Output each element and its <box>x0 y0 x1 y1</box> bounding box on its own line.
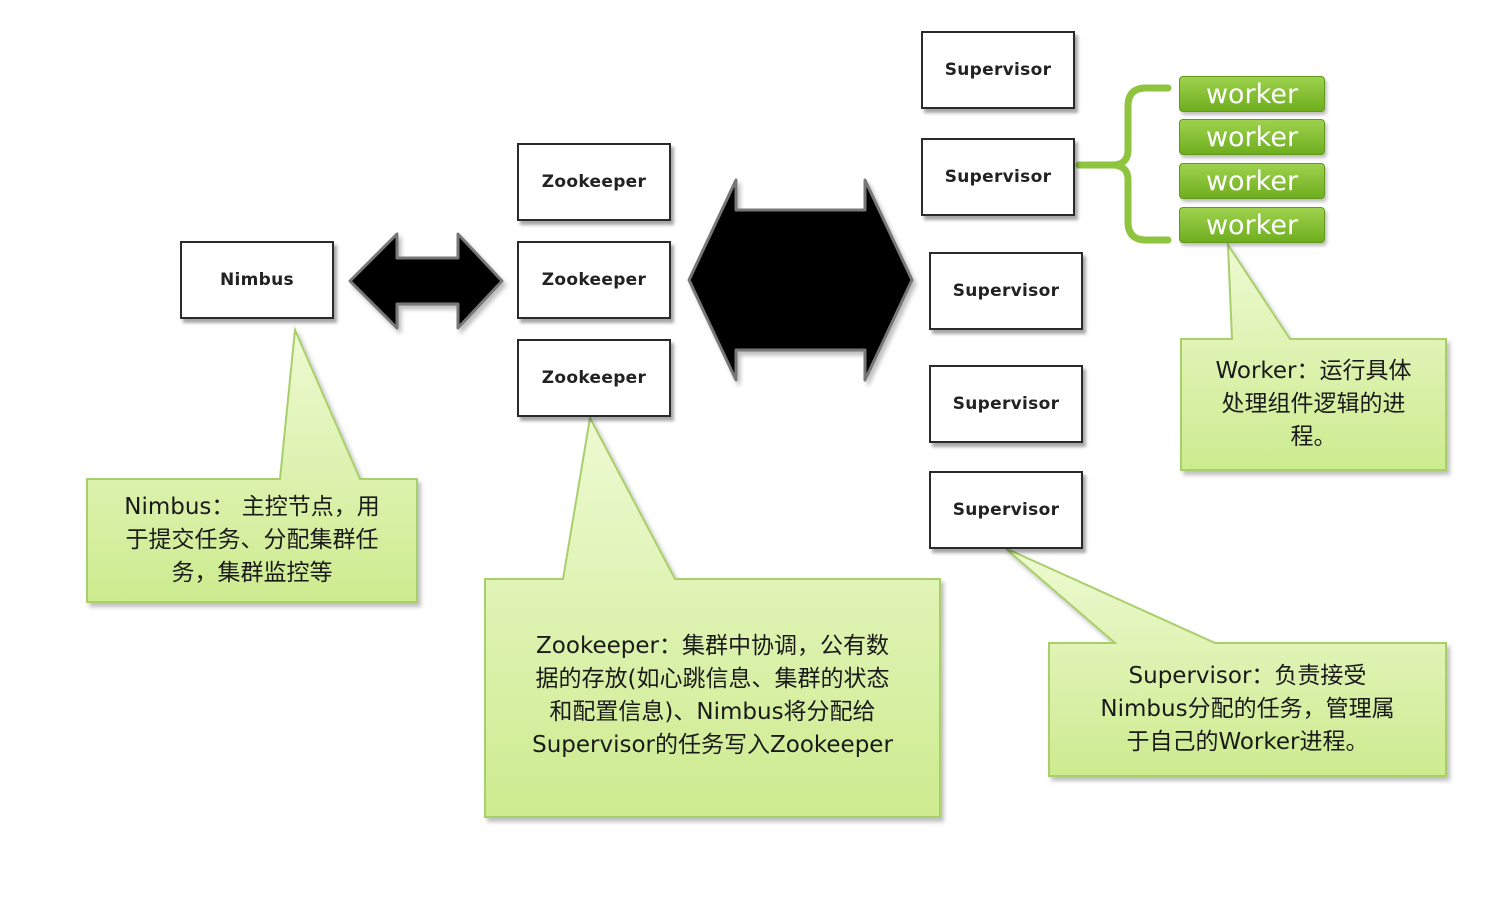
supervisor-label: Supervisor <box>952 281 1060 301</box>
zookeeper-label: Zookeeper <box>541 368 647 388</box>
worker-label: worker <box>1205 209 1299 241</box>
zookeeper-supervisor-arrow <box>687 178 914 382</box>
zookeeper-callout-text: Zookeeper：集群中协调，公有数 据的存放(如心跳信息、集群的状态 和配置… <box>532 633 893 758</box>
worker-box: worker <box>1179 207 1325 243</box>
supervisor-label: Supervisor <box>944 167 1052 187</box>
worker-label: worker <box>1205 165 1299 197</box>
supervisor-node: Supervisor <box>921 138 1075 216</box>
worker-box: worker <box>1179 119 1325 155</box>
supervisor-node: Supervisor <box>921 31 1075 109</box>
zookeeper-node: Zookeeper <box>517 241 671 319</box>
worker-label: worker <box>1205 121 1299 153</box>
supervisor-callout-text: Supervisor：负责接受 Nimbus分配的任务，管理属 于自己的Work… <box>1100 663 1395 755</box>
nimbus-node: Nimbus <box>180 241 334 319</box>
zookeeper-callout-shape <box>484 414 941 818</box>
supervisor-node: Supervisor <box>929 252 1083 330</box>
nimbus-zookeeper-arrow <box>348 232 504 330</box>
worker-callout-shape <box>1180 241 1447 471</box>
zookeeper-node: Zookeeper <box>517 339 671 417</box>
supervisor-node: Supervisor <box>929 471 1083 549</box>
worker-callout-text: Worker：运行具体 处理组件逻辑的进 程。 <box>1215 358 1412 450</box>
supervisor-label: Supervisor <box>952 500 1060 520</box>
worker-brace <box>1075 84 1172 244</box>
zookeeper-label: Zookeeper <box>541 172 647 192</box>
supervisor-node: Supervisor <box>929 365 1083 443</box>
supervisor-label: Supervisor <box>944 60 1052 80</box>
zookeeper-label: Zookeeper <box>541 270 647 290</box>
nimbus-callout-text: Nimbus： 主控节点，用 于提交任务、分配集群任 务，集群监控等 <box>124 494 380 586</box>
supervisor-callout-shape <box>1004 547 1447 777</box>
worker-label: worker <box>1205 78 1299 110</box>
nimbus-callout-shape <box>86 326 418 603</box>
supervisor-label: Supervisor <box>952 394 1060 414</box>
zookeeper-node: Zookeeper <box>517 143 671 221</box>
worker-box: worker <box>1179 163 1325 199</box>
nimbus-label: Nimbus <box>220 270 294 290</box>
worker-box: worker <box>1179 76 1325 112</box>
